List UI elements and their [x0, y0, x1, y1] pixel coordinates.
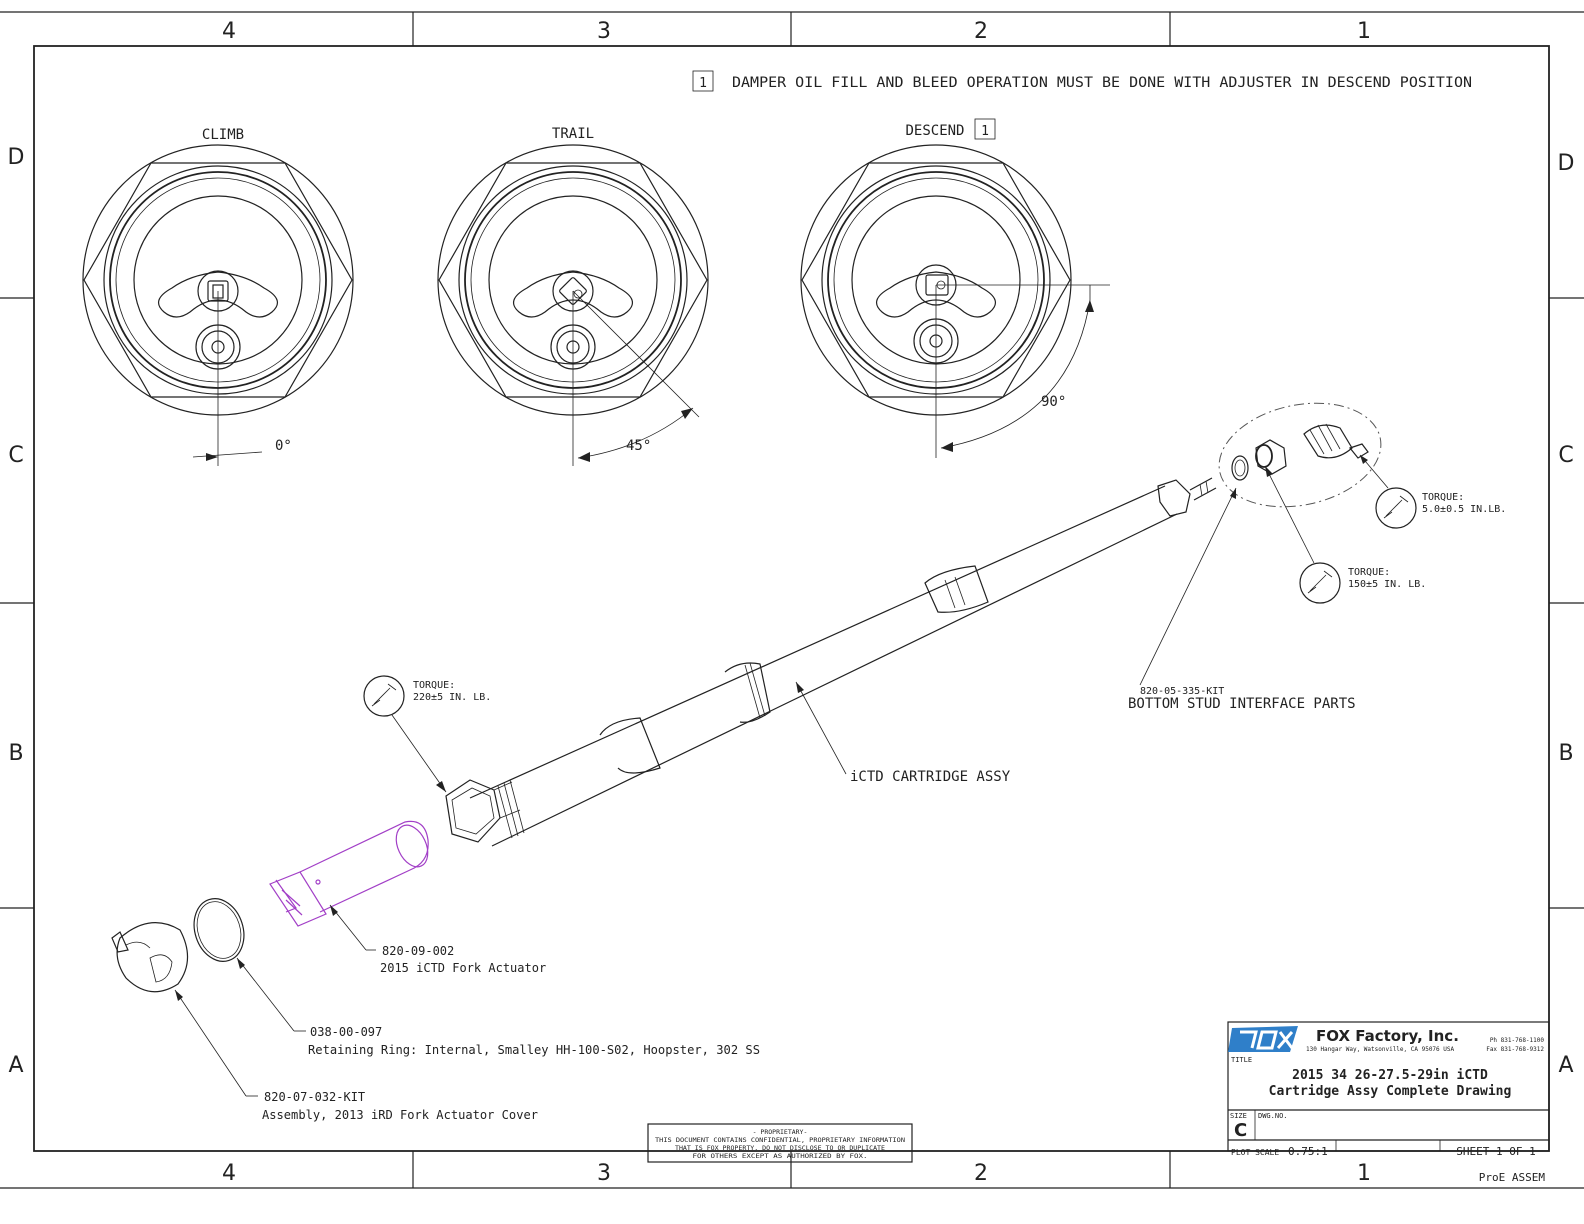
torque-150-callout: TORQUE: 150±5 IN. LB. [1264, 465, 1426, 604]
drawing-frame [0, 11, 1584, 1189]
wrench-icon [1375, 487, 1417, 529]
zone-top-4: 4 [222, 19, 236, 44]
zone-bottom-1: 1 [1357, 1161, 1371, 1186]
title-block: FOX Factory, Inc. 130 Hangar Way, Watson… [1227, 1021, 1550, 1184]
actuator-part-no: 820-09-002 [382, 944, 454, 958]
trail-label: TRAIL [552, 126, 594, 142]
bottom-stud-parts [1218, 402, 1382, 508]
cover-desc: Assembly, 2013 iRD Fork Actuator Cover [262, 1108, 538, 1122]
trail-angle: 45° [626, 438, 651, 454]
torque-5-line1: TORQUE: [1422, 492, 1464, 503]
climb-view: CLIMB 0° [82, 127, 354, 466]
zone-right-A: A [1558, 1053, 1573, 1078]
general-note: 1 DAMPER OIL FILL AND BLEED OPERATION MU… [692, 70, 1472, 92]
retaining-ring-part [193, 898, 245, 962]
note-flag: 1 [699, 76, 707, 91]
zone-right-C: C [1558, 443, 1573, 468]
zone-labels: 4 3 2 1 4 3 2 1 D C B A D C B A [8, 19, 1575, 1186]
cartridge-label: iCTD CARTRIDGE ASSY [850, 769, 1011, 785]
sheet-number: SHEET 1 OF 1 [1456, 1145, 1535, 1158]
zone-right-D: D [1558, 151, 1575, 176]
descend-angle: 90° [1041, 394, 1066, 410]
zone-bottom-3: 3 [597, 1161, 611, 1186]
ring-callout: 038-00-097 Retaining Ring: Internal, Sma… [236, 957, 760, 1057]
proprietary-line1: - PROPRIETARY- [753, 1128, 808, 1136]
proprietary-line4: FOR OTHERS EXCEPT AS AUTHORIZED BY FOX. [693, 1152, 868, 1160]
zone-top-1: 1 [1357, 19, 1371, 44]
torque-5-line2: 5.0±0.5 IN.LB. [1422, 504, 1506, 515]
plot-scale-value: 0.75:1 [1288, 1145, 1328, 1158]
zone-right-B: B [1558, 741, 1573, 766]
zone-bottom-2: 2 [974, 1161, 988, 1186]
company-fax: Fax 831-768-9312 [1486, 1046, 1544, 1053]
company-name: FOX Factory, Inc. [1316, 1027, 1459, 1045]
torque-220-line2: 220±5 IN. LB. [413, 692, 491, 703]
fox-logo [1228, 1026, 1298, 1052]
title-label: TITLE [1231, 1056, 1252, 1064]
cover-callout: 820-07-032-KIT Assembly, 2013 iRD Fork A… [174, 989, 538, 1122]
dwg-no-label: DWG.NO. [1258, 1112, 1288, 1120]
climb-label: CLIMB [202, 127, 244, 143]
ring-part-no: 038-00-097 [310, 1025, 382, 1039]
proprietary-line2: THIS DOCUMENT CONTAINS CONFIDENTIAL, PRO… [655, 1136, 905, 1144]
software-label: ProE ASSEM [1479, 1171, 1546, 1184]
note-text: DAMPER OIL FILL AND BLEED OPERATION MUST… [732, 75, 1472, 91]
drawing-title-line1: 2015 34 26-27.5-29in iCTD [1292, 1068, 1488, 1083]
descend-flag: 1 [981, 124, 989, 139]
actuator-callout: 820-09-002 2015 iCTD Fork Actuator [329, 904, 546, 975]
cartridge-assembly [445, 477, 1217, 847]
size-value: C [1234, 1120, 1247, 1141]
torque-220-line1: TORQUE: [413, 680, 455, 691]
bottom-stud-part: 820-05-335-KIT [1140, 686, 1224, 697]
torque-5-callout: TORQUE: 5.0±0.5 IN.LB. [1359, 454, 1506, 529]
drawing-title-line2: Cartridge Assy Complete Drawing [1269, 1084, 1512, 1099]
zone-left-A: A [8, 1053, 23, 1078]
trail-view: TRAIL 45° [437, 126, 709, 466]
ring-desc: Retaining Ring: Internal, Smalley HH-100… [308, 1043, 760, 1057]
descend-label: DESCEND [905, 123, 964, 139]
wrench-icon [363, 675, 405, 717]
proprietary-notice: - PROPRIETARY- THIS DOCUMENT CONTAINS CO… [647, 1123, 913, 1163]
actuator-desc: 2015 iCTD Fork Actuator [380, 961, 546, 975]
size-label: SIZE [1230, 1112, 1247, 1120]
company-address: 130 Hangar Way, Watsonville, CA 95076 US… [1306, 1046, 1454, 1053]
cover-part-no: 820-07-032-KIT [264, 1090, 365, 1104]
wrench-icon [1299, 562, 1341, 604]
bottom-stud-callout: 820-05-335-KIT BOTTOM STUD INTERFACE PAR… [1128, 487, 1356, 712]
zone-left-B: B [8, 741, 23, 766]
zone-left-D: D [8, 145, 25, 170]
zone-bottom-4: 4 [222, 1161, 236, 1186]
zone-top-3: 3 [597, 19, 611, 44]
zone-top-2: 2 [974, 19, 988, 44]
torque-150-line1: TORQUE: [1348, 567, 1390, 578]
actuator-part [269, 820, 429, 927]
proprietary-line3: THAT IS FOX PROPERTY. DO NOT DISCLOSE TO… [675, 1144, 885, 1152]
torque-220-callout: TORQUE: 220±5 IN. LB. [363, 675, 491, 793]
zone-left-C: C [8, 443, 23, 468]
climb-angle: 0° [275, 438, 292, 454]
company-phone: Ph 831-768-1100 [1490, 1037, 1545, 1044]
torque-150-line2: 150±5 IN. LB. [1348, 579, 1426, 590]
bottom-stud-desc: BOTTOM STUD INTERFACE PARTS [1128, 696, 1356, 712]
cartridge-callout: iCTD CARTRIDGE ASSY [795, 681, 1011, 785]
actuator-cover-part [111, 922, 189, 993]
descend-view: DESCEND 1 90° [800, 118, 1110, 458]
plot-scale-label: PLOT SCALE [1231, 1148, 1279, 1157]
